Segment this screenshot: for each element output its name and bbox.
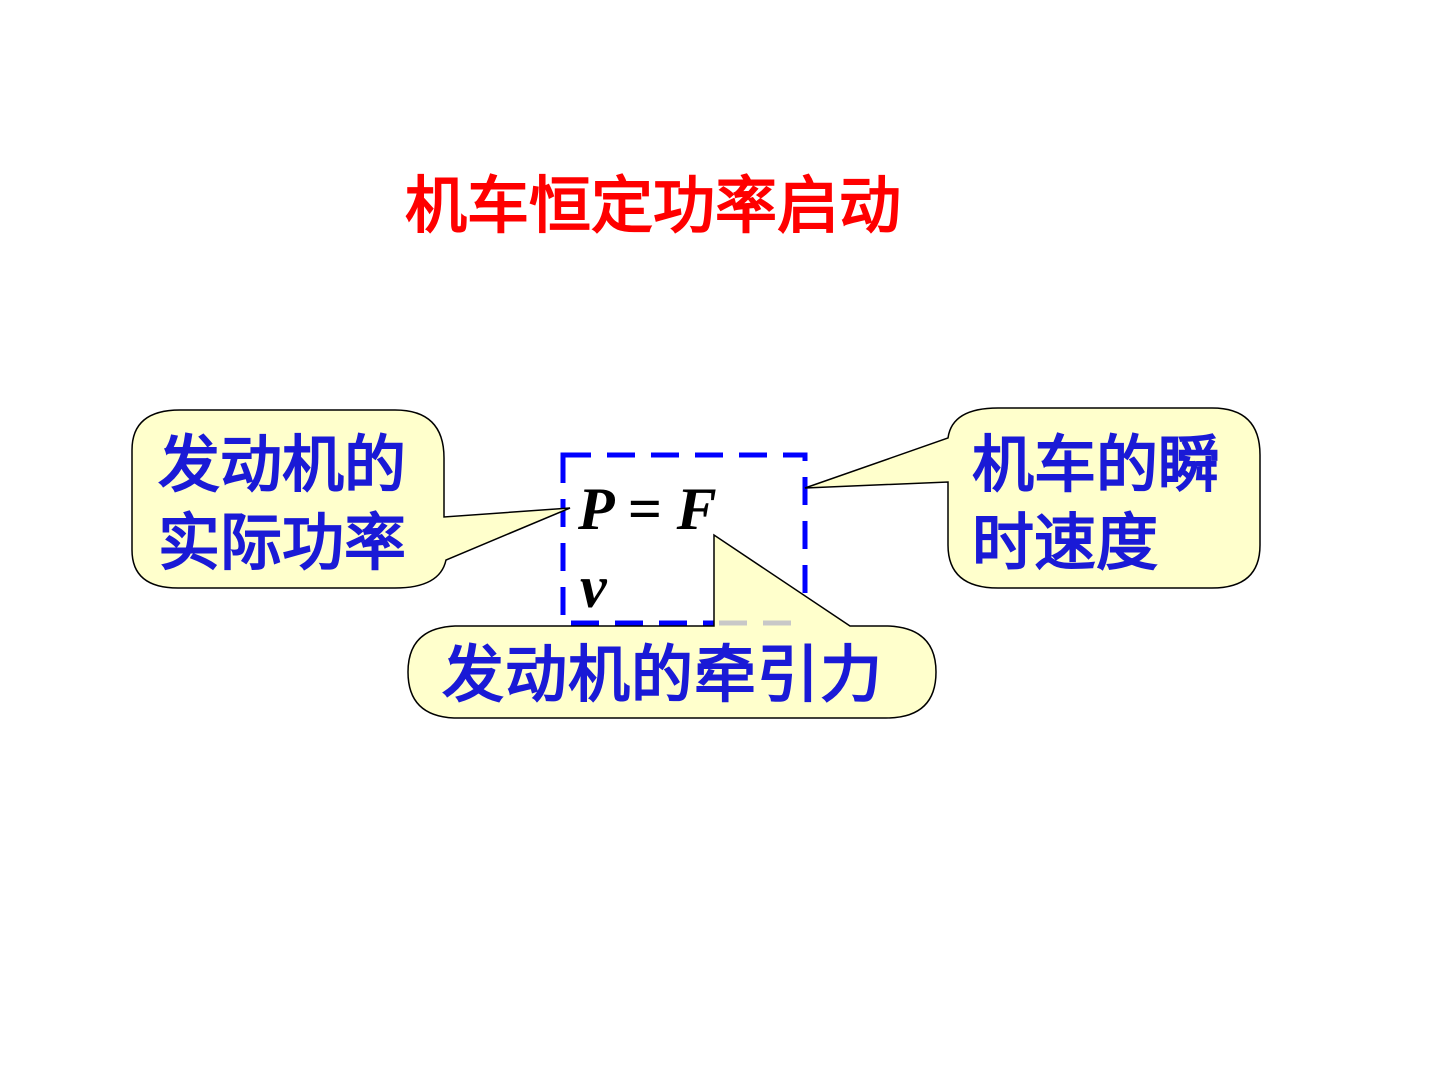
callout-actual-power-line-1: 发动机的 <box>158 428 407 501</box>
formula-box <box>560 452 808 626</box>
callout-actual-power-line-2: 实际功率 <box>158 506 407 579</box>
callout-instant-speed-line-1: 机车的瞬 <box>972 428 1221 501</box>
callout-traction-force-label: 发动机的牵引力 <box>442 638 884 711</box>
slide-title: 机车恒定功率启动 <box>405 169 902 242</box>
callout-actual-power-label: 发动机的 实际功率 <box>158 426 406 582</box>
callout-traction-force <box>407 533 937 719</box>
formula-line-1: P = F <box>578 476 717 542</box>
callout-instant-speed <box>804 407 1261 589</box>
callout-instant-speed-label: 机车的瞬 时速度 <box>972 426 1220 582</box>
callout-actual-power <box>131 409 571 589</box>
callout-instant-speed-line-2: 时速度 <box>972 506 1159 579</box>
formula-line-2: v <box>580 554 607 620</box>
